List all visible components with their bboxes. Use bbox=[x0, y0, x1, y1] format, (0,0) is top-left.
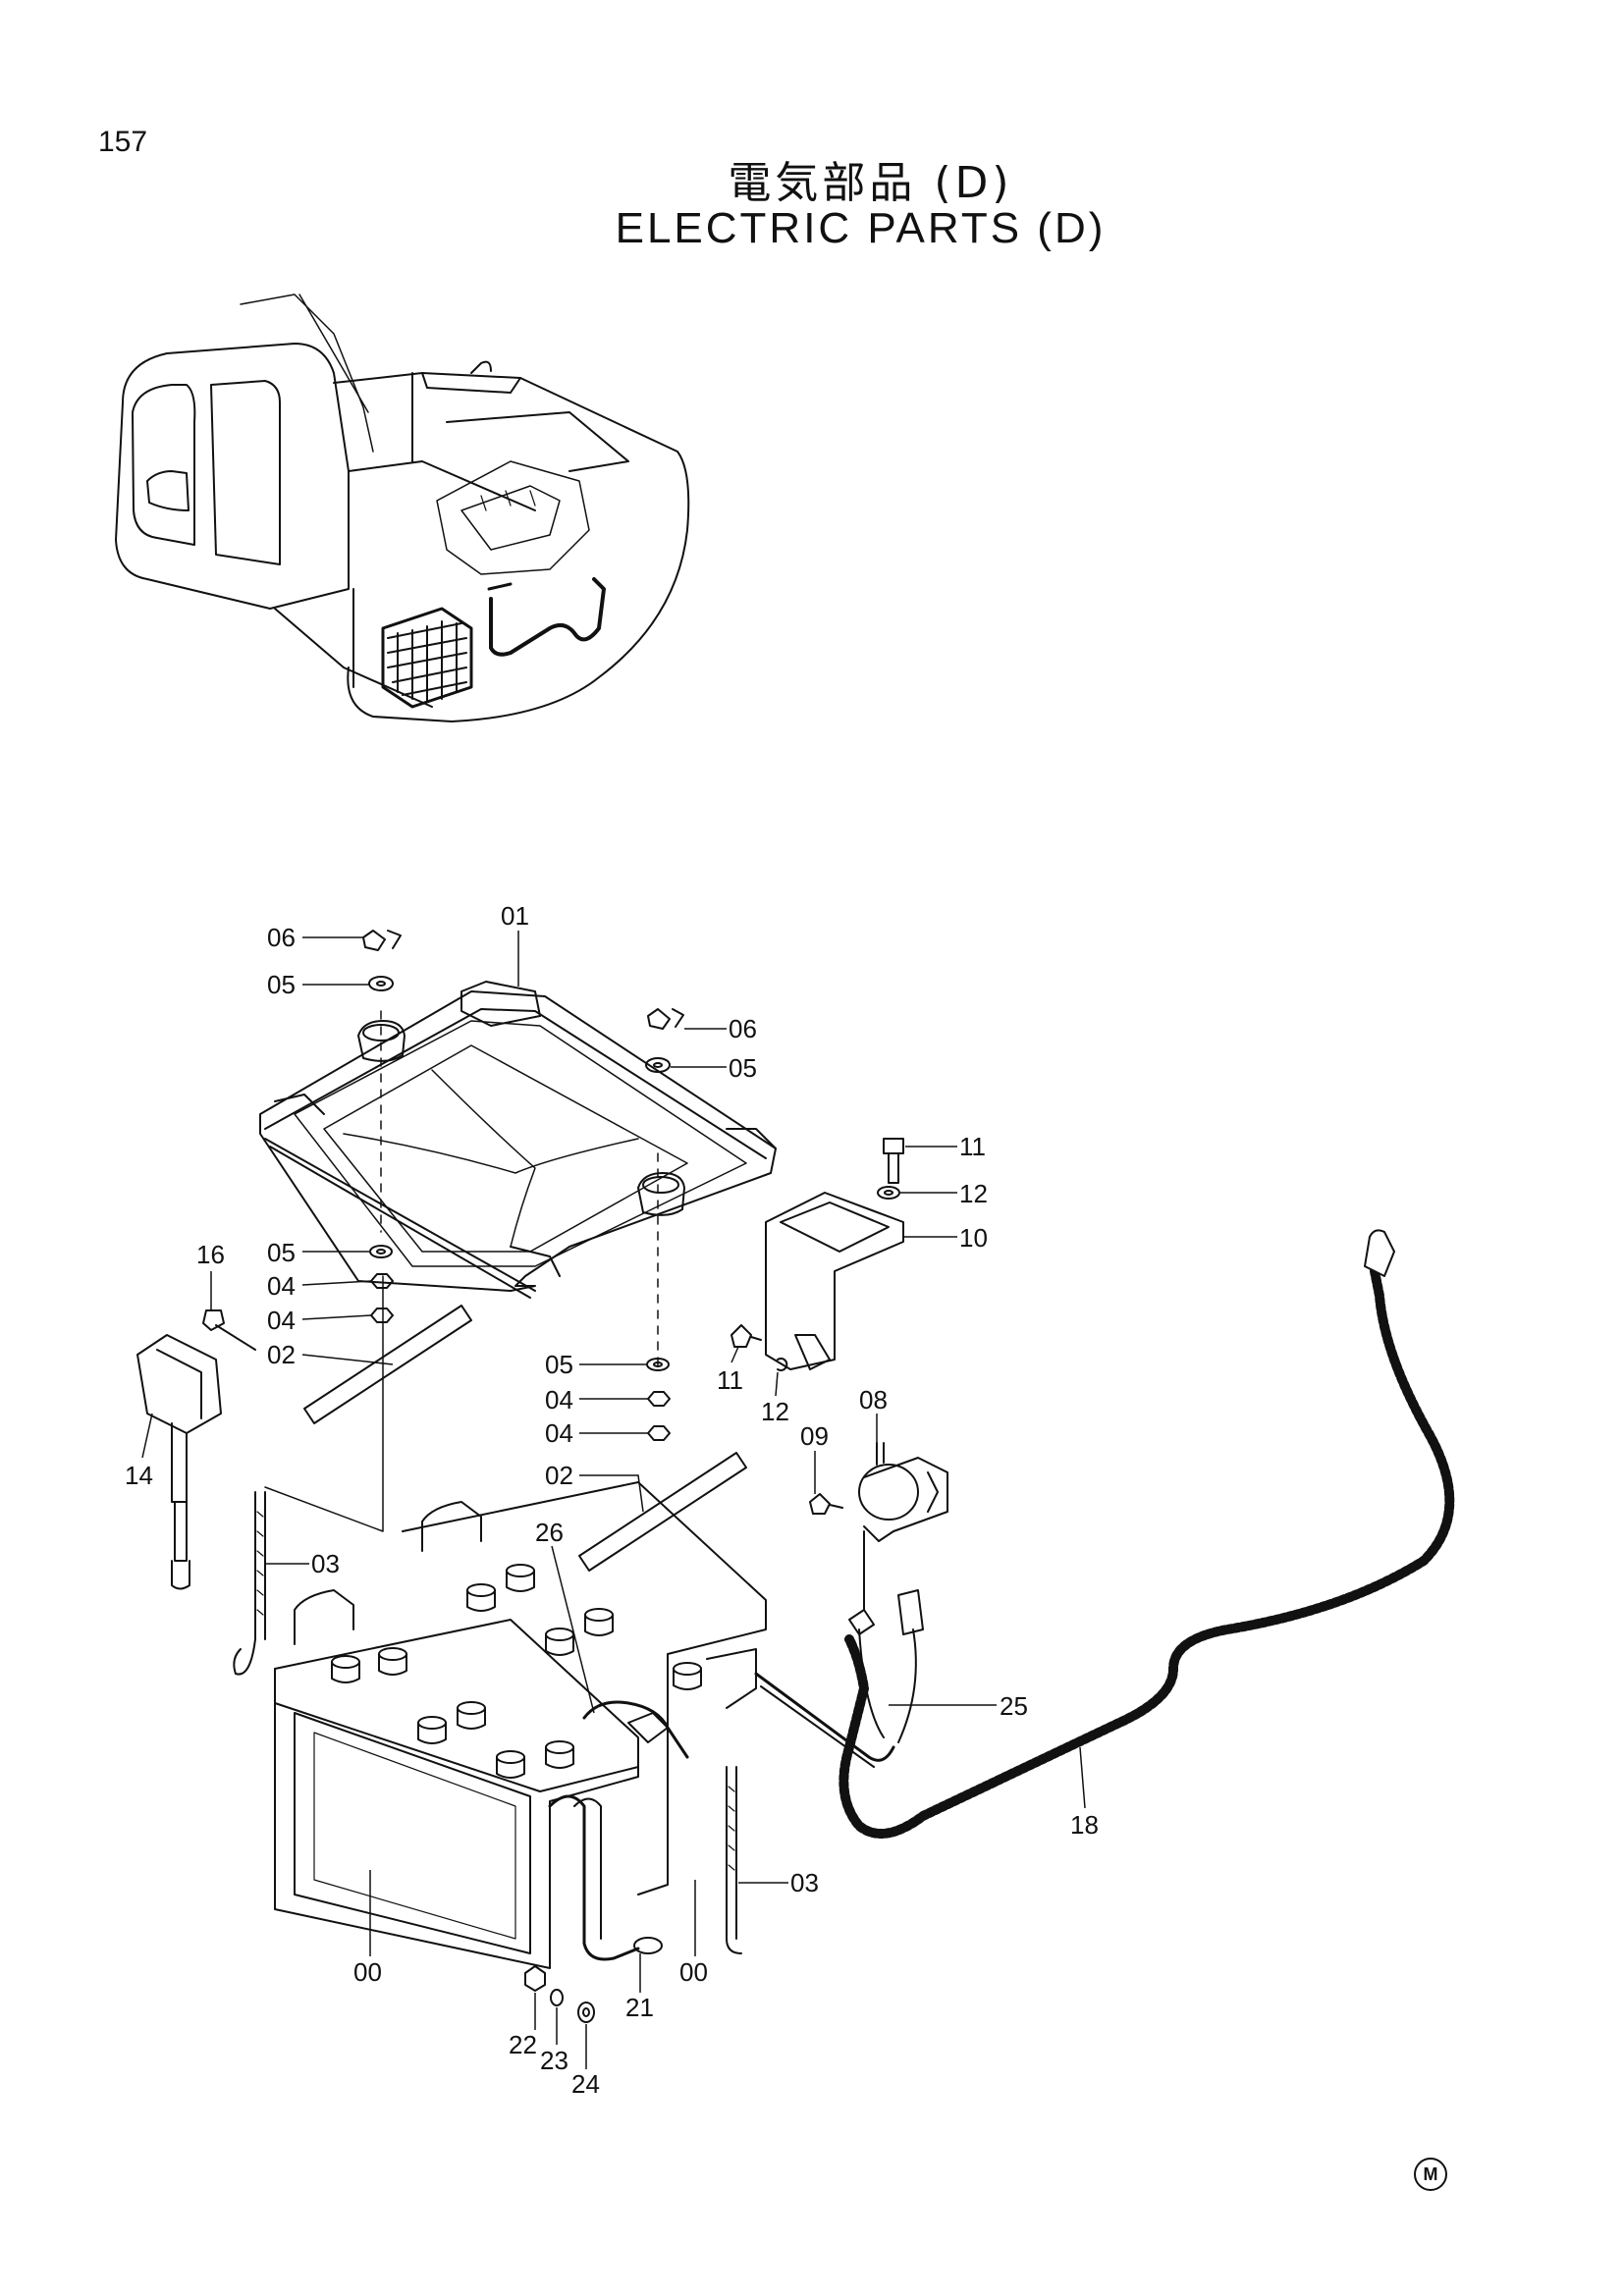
callout-11-a: 11 bbox=[959, 1132, 986, 1161]
battery-relay bbox=[809, 1442, 948, 1542]
hardware-washers bbox=[368, 976, 900, 1371]
page-title-japanese: 電気部品 (D) bbox=[728, 158, 1013, 208]
callout-14: 14 bbox=[125, 1461, 153, 1490]
callout-04-a: 04 bbox=[267, 1271, 296, 1301]
callout-04-b: 04 bbox=[267, 1306, 296, 1335]
callout-05-c: 05 bbox=[267, 1238, 296, 1267]
callout-06-b: 06 bbox=[729, 1014, 757, 1043]
manufacturer-mark: M bbox=[1414, 2158, 1447, 2191]
page-title-english: ELECTRIC PARTS (D) bbox=[615, 204, 1107, 252]
hardware-wing-nuts bbox=[362, 930, 684, 1030]
relay-bracket bbox=[730, 1138, 904, 1371]
cable-25 bbox=[754, 1672, 895, 1762]
callout-02-b: 02 bbox=[545, 1461, 573, 1490]
battery-link-cable bbox=[548, 1794, 640, 1961]
callout-00-a: 00 bbox=[353, 1957, 382, 1987]
sensor-assembly bbox=[136, 1309, 256, 1590]
hardware-nuts bbox=[370, 1273, 671, 1441]
callout-24: 24 bbox=[571, 2069, 600, 2099]
cable-26 bbox=[582, 1700, 689, 1759]
callout-05-d: 05 bbox=[545, 1350, 573, 1379]
callout-26: 26 bbox=[535, 1518, 564, 1547]
callout-00-b: 00 bbox=[679, 1957, 708, 1987]
callout-22: 22 bbox=[509, 2030, 537, 2059]
callout-01: 01 bbox=[501, 901, 529, 931]
battery-front bbox=[274, 1589, 639, 1969]
callout-05-a: 05 bbox=[267, 970, 296, 999]
battery-cover bbox=[259, 981, 777, 1299]
hold-down-plate-left bbox=[303, 1305, 472, 1424]
callout-10: 10 bbox=[959, 1223, 988, 1253]
callout-23: 23 bbox=[540, 2046, 568, 2075]
callout-16: 16 bbox=[196, 1240, 225, 1269]
callout-03-b: 03 bbox=[790, 1868, 819, 1897]
callout-02-a: 02 bbox=[267, 1340, 296, 1369]
callout-18: 18 bbox=[1070, 1810, 1099, 1840]
machine-overview-illustration bbox=[115, 294, 690, 722]
callout-25: 25 bbox=[1000, 1691, 1028, 1721]
callout-11-b: 11 bbox=[717, 1365, 743, 1395]
callout-21: 21 bbox=[625, 1993, 654, 2022]
callout-08: 08 bbox=[859, 1385, 888, 1415]
callout-05-b: 05 bbox=[729, 1053, 757, 1083]
callout-09: 09 bbox=[800, 1421, 829, 1451]
battery-rod-left bbox=[233, 1491, 256, 1676]
hold-down-plate-right bbox=[578, 1452, 747, 1572]
cable-18-braid bbox=[839, 1266, 1455, 1839]
callout-12-a: 12 bbox=[959, 1179, 988, 1208]
callout-04-c: 04 bbox=[545, 1385, 573, 1415]
cable-18-terminal bbox=[1364, 1229, 1395, 1277]
callout-04-d: 04 bbox=[545, 1418, 573, 1448]
callout-03-a: 03 bbox=[311, 1549, 340, 1578]
page-number: 157 bbox=[98, 126, 148, 158]
battery-rear bbox=[402, 1481, 767, 1896]
callout-06-a: 06 bbox=[267, 923, 296, 952]
callout-12-b: 12 bbox=[761, 1397, 789, 1426]
